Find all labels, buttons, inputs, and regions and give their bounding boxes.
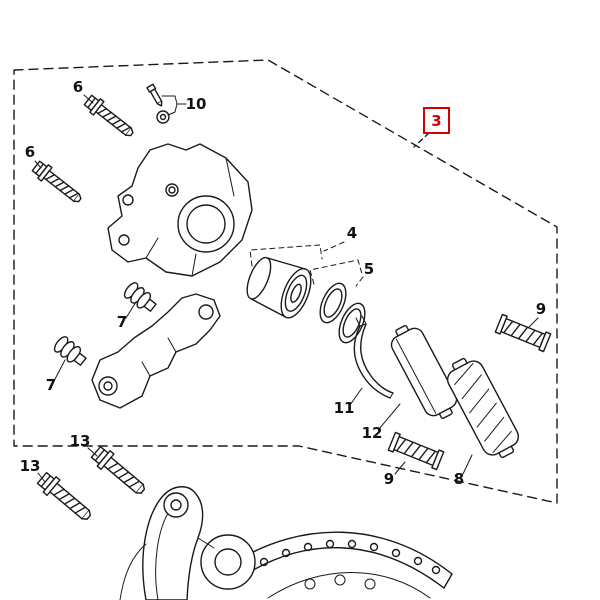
callout-bolt13-lower: 13	[20, 457, 41, 475]
callout-piston-group: 4	[347, 224, 357, 242]
hub-boss-drawing	[200, 534, 256, 590]
callout-bleed-kit: 10	[186, 95, 207, 113]
callout-pad-inner: 12	[362, 424, 383, 442]
leader-bolt6-lower	[34, 160, 42, 169]
callout-bolt6-lower: 6	[25, 143, 35, 161]
callout-boot-lower: 7	[46, 376, 56, 394]
torque-arm-drawing	[119, 486, 215, 600]
boot-drawing-upper	[121, 279, 160, 316]
callout-bolt13-upper: 13	[70, 432, 91, 450]
leader-boot-upper	[125, 301, 137, 319]
assembly-ref-label[interactable]: 3	[431, 112, 441, 130]
bleed-screw-drawing	[146, 83, 170, 124]
leader-bleed-kit-b	[167, 103, 178, 116]
pad-retainer-lower-drawing	[387, 431, 445, 471]
leader-pad-outer	[462, 454, 473, 475]
caliper-bracket-drawing	[91, 293, 221, 409]
leader-pad-inner	[378, 403, 401, 430]
pin-bolt-6-lower-drawing	[30, 158, 86, 208]
boot-drawing-lower	[51, 333, 90, 370]
group-5-bracket	[309, 259, 364, 287]
leader-bleed-kit-a	[161, 95, 187, 105]
leader-boot-lower	[53, 359, 66, 382]
assembly-ref[interactable]: 3	[413, 107, 450, 148]
pad-retainer-upper-drawing	[494, 313, 552, 353]
piston-drawing	[246, 256, 312, 319]
pin-bolt-6-upper-drawing	[82, 92, 138, 142]
leader-retainer-lower	[394, 461, 406, 475]
diagram-boundary	[13, 59, 558, 504]
caliper-body-drawing	[107, 143, 253, 277]
callout-seal-group: 5	[364, 260, 374, 278]
leader-bolt13-lower	[37, 472, 46, 483]
seal-rings-drawing	[319, 282, 366, 344]
brake-pad-outer-drawing	[446, 357, 520, 459]
pad-spring-drawing	[353, 315, 394, 399]
mount-bolt-13-upper-drawing	[88, 443, 150, 500]
leader-bolt13-upper	[87, 447, 98, 457]
brake-disc-drawing	[231, 531, 453, 599]
mount-bolt-13-lower-drawing	[34, 469, 96, 526]
callout-boot-upper: 7	[117, 313, 127, 331]
callout-bolt6-upper: 6	[73, 78, 83, 96]
leader-bolt6-upper	[83, 94, 94, 104]
callout-pad-spring: 11	[334, 399, 355, 417]
group-4-bracket	[249, 241, 345, 267]
leader-pad-spring	[349, 387, 363, 406]
callout-retainer-upper: 9	[536, 300, 546, 318]
callout-pad-outer: 8	[454, 470, 464, 488]
callout-retainer-lower: 9	[384, 470, 394, 488]
brake-pad-inner-drawing	[390, 325, 458, 419]
leader-retainer-upper	[528, 317, 539, 328]
assembly-ref-leader	[413, 132, 430, 148]
assembly-ref-box[interactable]	[423, 107, 450, 134]
